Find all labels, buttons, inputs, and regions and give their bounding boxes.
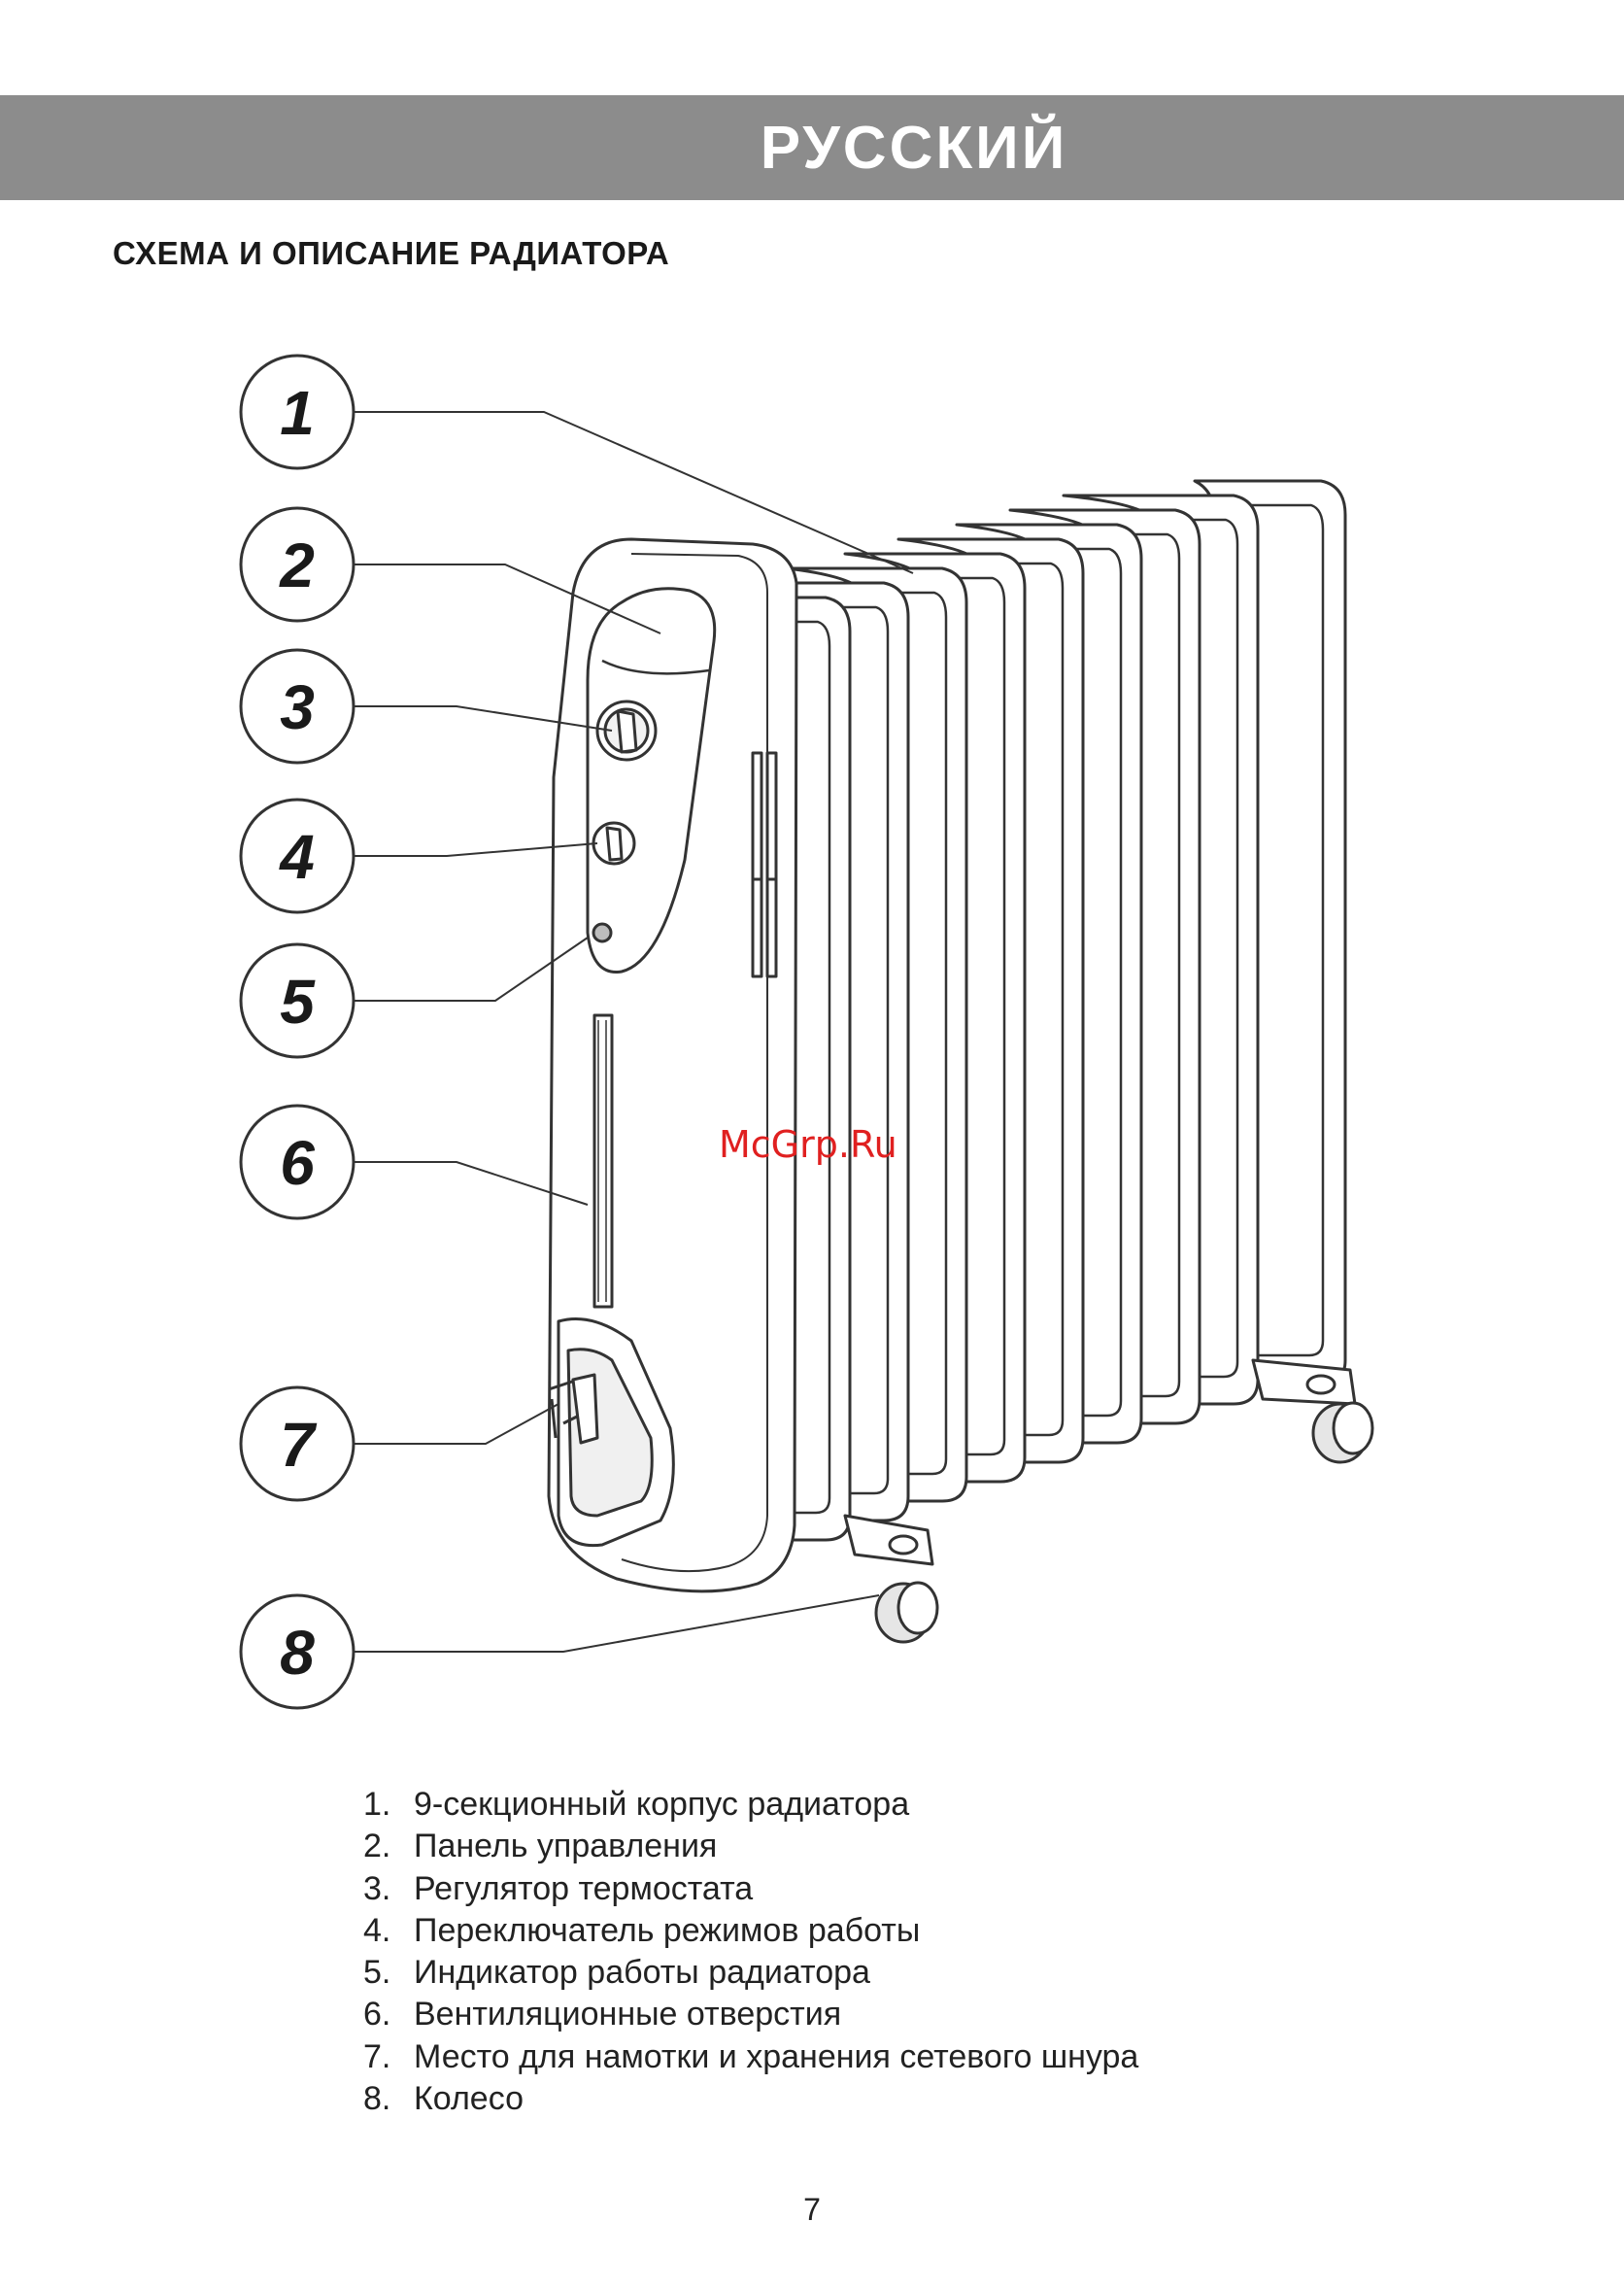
callout-1: 1 [241,356,354,468]
callout-2-number: 2 [279,530,315,600]
item-label: Индикатор работы радиатора [414,1954,870,1991]
callout-5-number: 5 [280,967,316,1037]
callout-3-number: 3 [280,672,315,742]
list-item: 8.Колесо [363,2078,1138,2120]
list-item: 2.Панель управления [363,1826,1138,1867]
mode-switch-knob [593,823,634,864]
item-number: 4. [363,1910,414,1952]
section-title: СХЕМА И ОПИСАНИЕ РАДИАТОРА [113,235,669,272]
item-label: Место для намотки и хранения сетевого шн… [414,2038,1138,2075]
item-label: Переключатель режимов работы [414,1912,920,1949]
callout-4-number: 4 [278,822,315,892]
item-label: Вентиляционные отверстия [414,1996,841,2033]
callout-1-number: 1 [280,378,315,448]
item-number: 3. [363,1868,414,1910]
list-item: 4.Переключатель режимов работы [363,1910,1138,1952]
list-item: 7.Место для намотки и хранения сетевого … [363,2036,1138,2078]
item-number: 1. [363,1784,414,1826]
callout-6: 6 [241,1106,354,1218]
callout-8-number: 8 [280,1618,315,1688]
callout-4: 4 [241,800,354,912]
list-item: 1.9-секционный корпус радиатора [363,1784,1138,1826]
language-title: РУССКИЙ [761,114,1068,183]
item-label: Регулятор термостата [414,1870,753,1907]
item-label: Колесо [414,2080,524,2117]
callout-3: 3 [241,650,354,763]
power-indicator [593,924,611,941]
list-item: 3.Регулятор термостата [363,1868,1138,1910]
item-number: 8. [363,2078,414,2120]
parts-list: 1.9-секционный корпус радиатора 2.Панель… [363,1784,1138,2120]
item-number: 6. [363,1994,414,2035]
callout-8: 8 [241,1595,354,1708]
item-number: 5. [363,1952,414,1994]
item-label: Панель управления [414,1828,717,1864]
item-label: 9-секционный корпус радиатора [414,1786,909,1823]
radiator-diagram: 1 2 3 4 5 6 7 8 [0,330,1624,1710]
callout-2: 2 [241,508,354,621]
list-item: 5.Индикатор работы радиатора [363,1952,1138,1994]
item-number: 2. [363,1826,414,1867]
callout-6-number: 6 [280,1128,315,1198]
ventilation-slots [594,1015,612,1307]
wheel [1253,1360,1372,1462]
callout-7: 7 [241,1387,354,1500]
language-banner: РУССКИЙ [0,95,1624,200]
callout-5: 5 [241,944,354,1057]
watermark: McGrp.Ru [719,1123,897,1166]
item-number: 7. [363,2036,414,2078]
list-item: 6.Вентиляционные отверстия [363,1994,1138,2035]
wheel [845,1516,937,1642]
page-number: 7 [0,2192,1624,2228]
callout-7-number: 7 [280,1410,318,1480]
